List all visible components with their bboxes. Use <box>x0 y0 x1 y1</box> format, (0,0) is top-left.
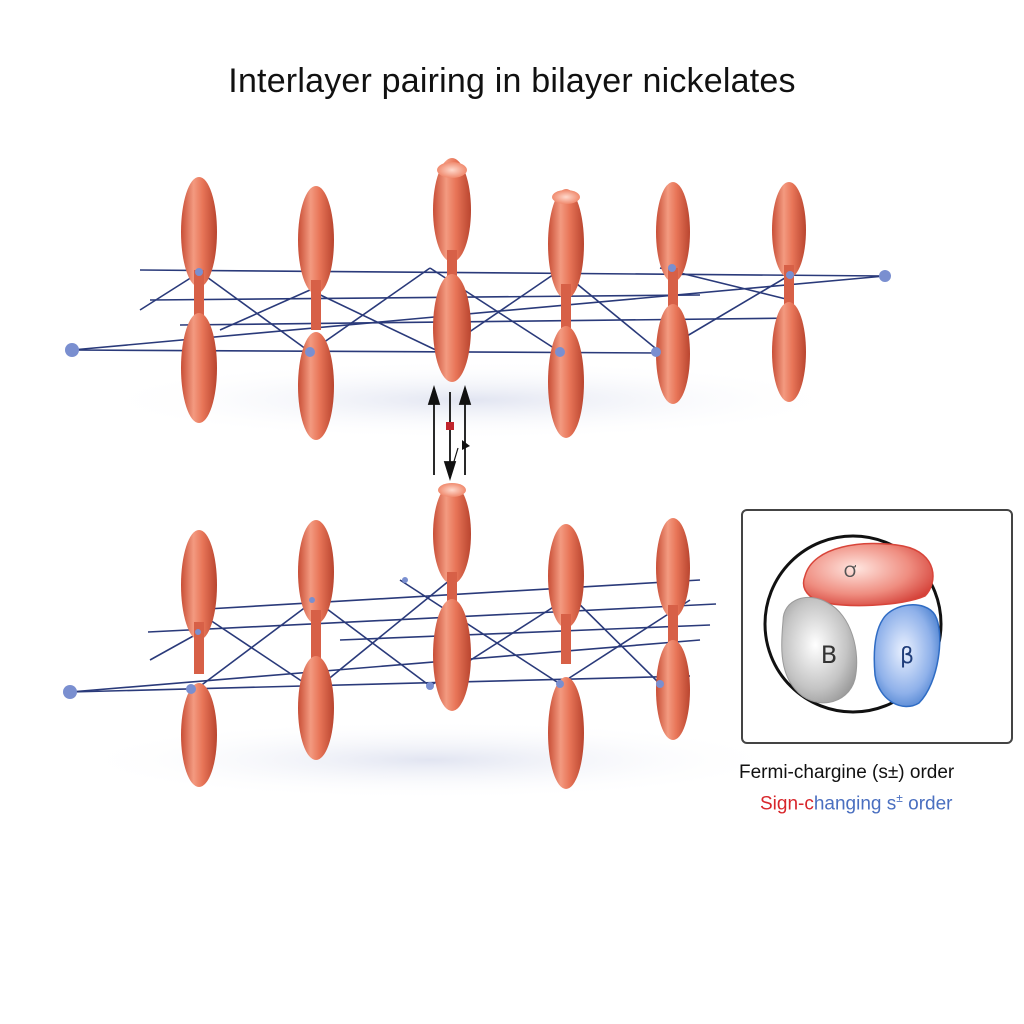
orbital-l4 <box>548 524 584 789</box>
legend-line-2-tail: order <box>902 793 953 815</box>
orbital-u5 <box>656 182 690 404</box>
orbital-l5 <box>656 518 690 740</box>
legend-line-2: Sign-changing s± order <box>760 791 953 815</box>
legend-line-1: Fermi-chargine (s±) order <box>739 762 955 783</box>
lower-lattice <box>69 579 717 693</box>
lower-layer-shadow <box>70 720 790 800</box>
orbital-u1 <box>181 177 217 423</box>
upper-nodes <box>65 264 891 357</box>
pairing-arrows <box>427 384 472 482</box>
orbital-u6 <box>772 182 806 402</box>
lower-nodes <box>63 577 664 699</box>
orbital-u4 <box>548 189 584 438</box>
legend-line-2-red: Sign-c <box>760 793 814 815</box>
top-lobe-label: Ơ <box>844 562 859 581</box>
legend-line-2-blue: hanging s <box>813 793 897 815</box>
orbital-u3 <box>433 158 471 382</box>
negative-lobe <box>873 604 941 708</box>
orbital-l2 <box>298 520 334 760</box>
upper-orbitals <box>181 158 806 440</box>
orbital-l1 <box>181 530 217 787</box>
orbital-l3 <box>433 483 471 711</box>
orbital-u2 <box>298 186 334 440</box>
right-lobe-label: β <box>900 644 914 669</box>
diagram-title: Interlayer pairing in bilayer nickelates <box>228 62 796 100</box>
lower-orbitals <box>181 483 690 789</box>
left-lobe-label: B <box>821 641 837 669</box>
legend-line-2-sup: ± <box>896 791 903 805</box>
pairing-symmetry-inset: Ơ B β <box>741 509 1013 744</box>
fermi-surface-inset: Ơ B β <box>763 534 943 714</box>
neutral-lobe <box>781 596 858 704</box>
